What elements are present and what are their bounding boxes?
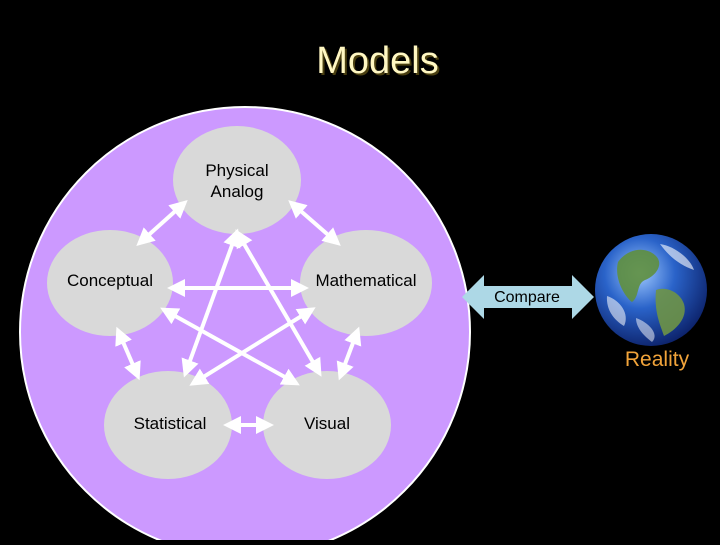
label-visual: Visual — [304, 414, 350, 433]
node-mathematical — [300, 230, 432, 336]
label-physical-analog: Physical Analog — [205, 161, 269, 201]
node-conceptual — [47, 230, 173, 336]
arrow-conceptual-statistical — [115, 326, 141, 381]
node-visual — [263, 371, 391, 479]
label-mathematical: Mathematical — [315, 271, 417, 290]
arrow-mathematical-statistical — [189, 307, 316, 386]
compare-label: Compare — [494, 289, 560, 306]
slide-title: Models — [316, 40, 439, 82]
label-conceptual: Conceptual — [66, 271, 153, 290]
arrow-mathematical-visual — [336, 326, 362, 381]
arrow-physical-mathematical — [288, 200, 341, 246]
node-physical-analog — [173, 126, 301, 234]
label-statistical: Statistical — [133, 414, 207, 433]
compare-arrow — [462, 275, 594, 319]
earth-globe-icon — [595, 234, 707, 346]
reality-label: Reality — [624, 348, 690, 371]
node-statistical — [104, 371, 232, 479]
arrow-physical-conceptual — [136, 199, 188, 247]
